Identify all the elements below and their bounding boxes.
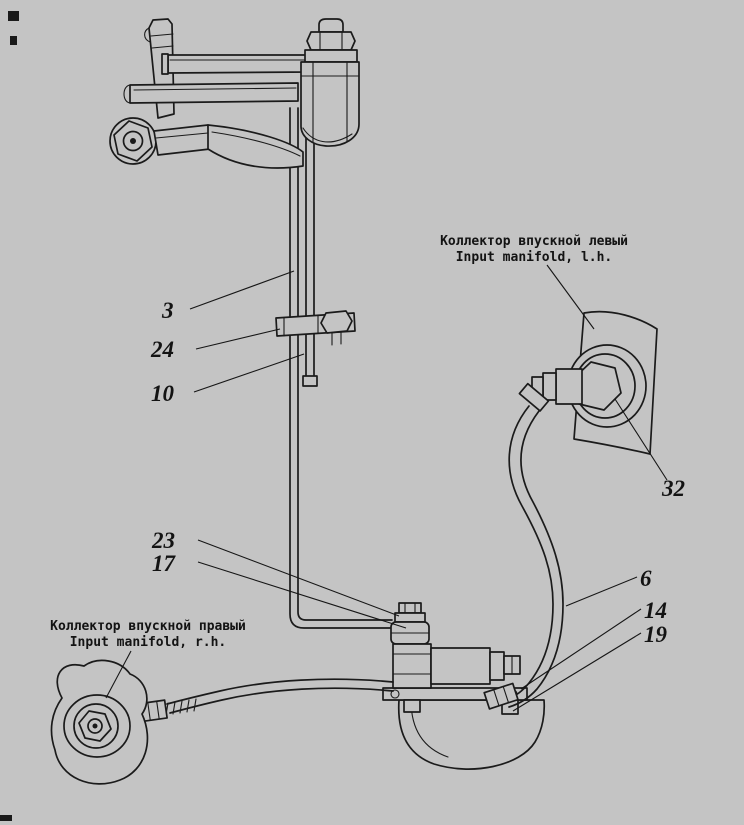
- right-manifold-label-en: Input manifold, r.h.: [70, 635, 227, 650]
- right-manifold-flange: [50, 659, 149, 785]
- leader-line-14: [520, 608, 642, 690]
- part-labels: Коллектор впускной левый Input manifold,…: [50, 234, 628, 650]
- fuel-pipe-assembly: [289, 75, 393, 629]
- pipe-union-fitting: [390, 602, 430, 645]
- leader-line-3: [189, 270, 295, 310]
- leader-line-19: [512, 632, 642, 712]
- callout-32: 32: [661, 476, 685, 501]
- callout-10: 10: [151, 381, 175, 406]
- callout-3: 3: [161, 298, 174, 323]
- left-manifold-label-en: Input manifold, l.h.: [456, 250, 613, 265]
- leader-line-17: [197, 561, 407, 629]
- callout-numbers: 3 24 10 23 17 6 14 19 32: [150, 298, 685, 647]
- left-manifold-label-ru: Коллектор впускной левый: [440, 234, 628, 249]
- leader-line-23: [197, 539, 400, 617]
- leader-line-left-manifold: [546, 264, 595, 330]
- callout-19: 19: [644, 622, 668, 647]
- hose-to-left-manifold: [483, 405, 564, 710]
- right-manifold-label-ru: Коллектор впускной правый: [50, 619, 246, 634]
- callout-6: 6: [640, 566, 652, 591]
- leader-lines: [105, 264, 668, 712]
- callout-23: 23: [151, 528, 175, 553]
- leader-line-right-manifold: [105, 650, 132, 699]
- scan-artifact: [0, 11, 19, 821]
- callout-14: 14: [644, 598, 667, 623]
- hose-to-right-manifold: [114, 678, 394, 724]
- callout-17: 17: [152, 551, 177, 576]
- pipe-clamp: [275, 310, 356, 346]
- callout-24: 24: [150, 337, 174, 362]
- top-bracket-assembly: [109, 18, 360, 169]
- leader-line-32: [614, 398, 668, 481]
- leader-line-6: [565, 576, 638, 607]
- leader-line-10: [193, 353, 305, 393]
- leader-line-24: [195, 328, 281, 350]
